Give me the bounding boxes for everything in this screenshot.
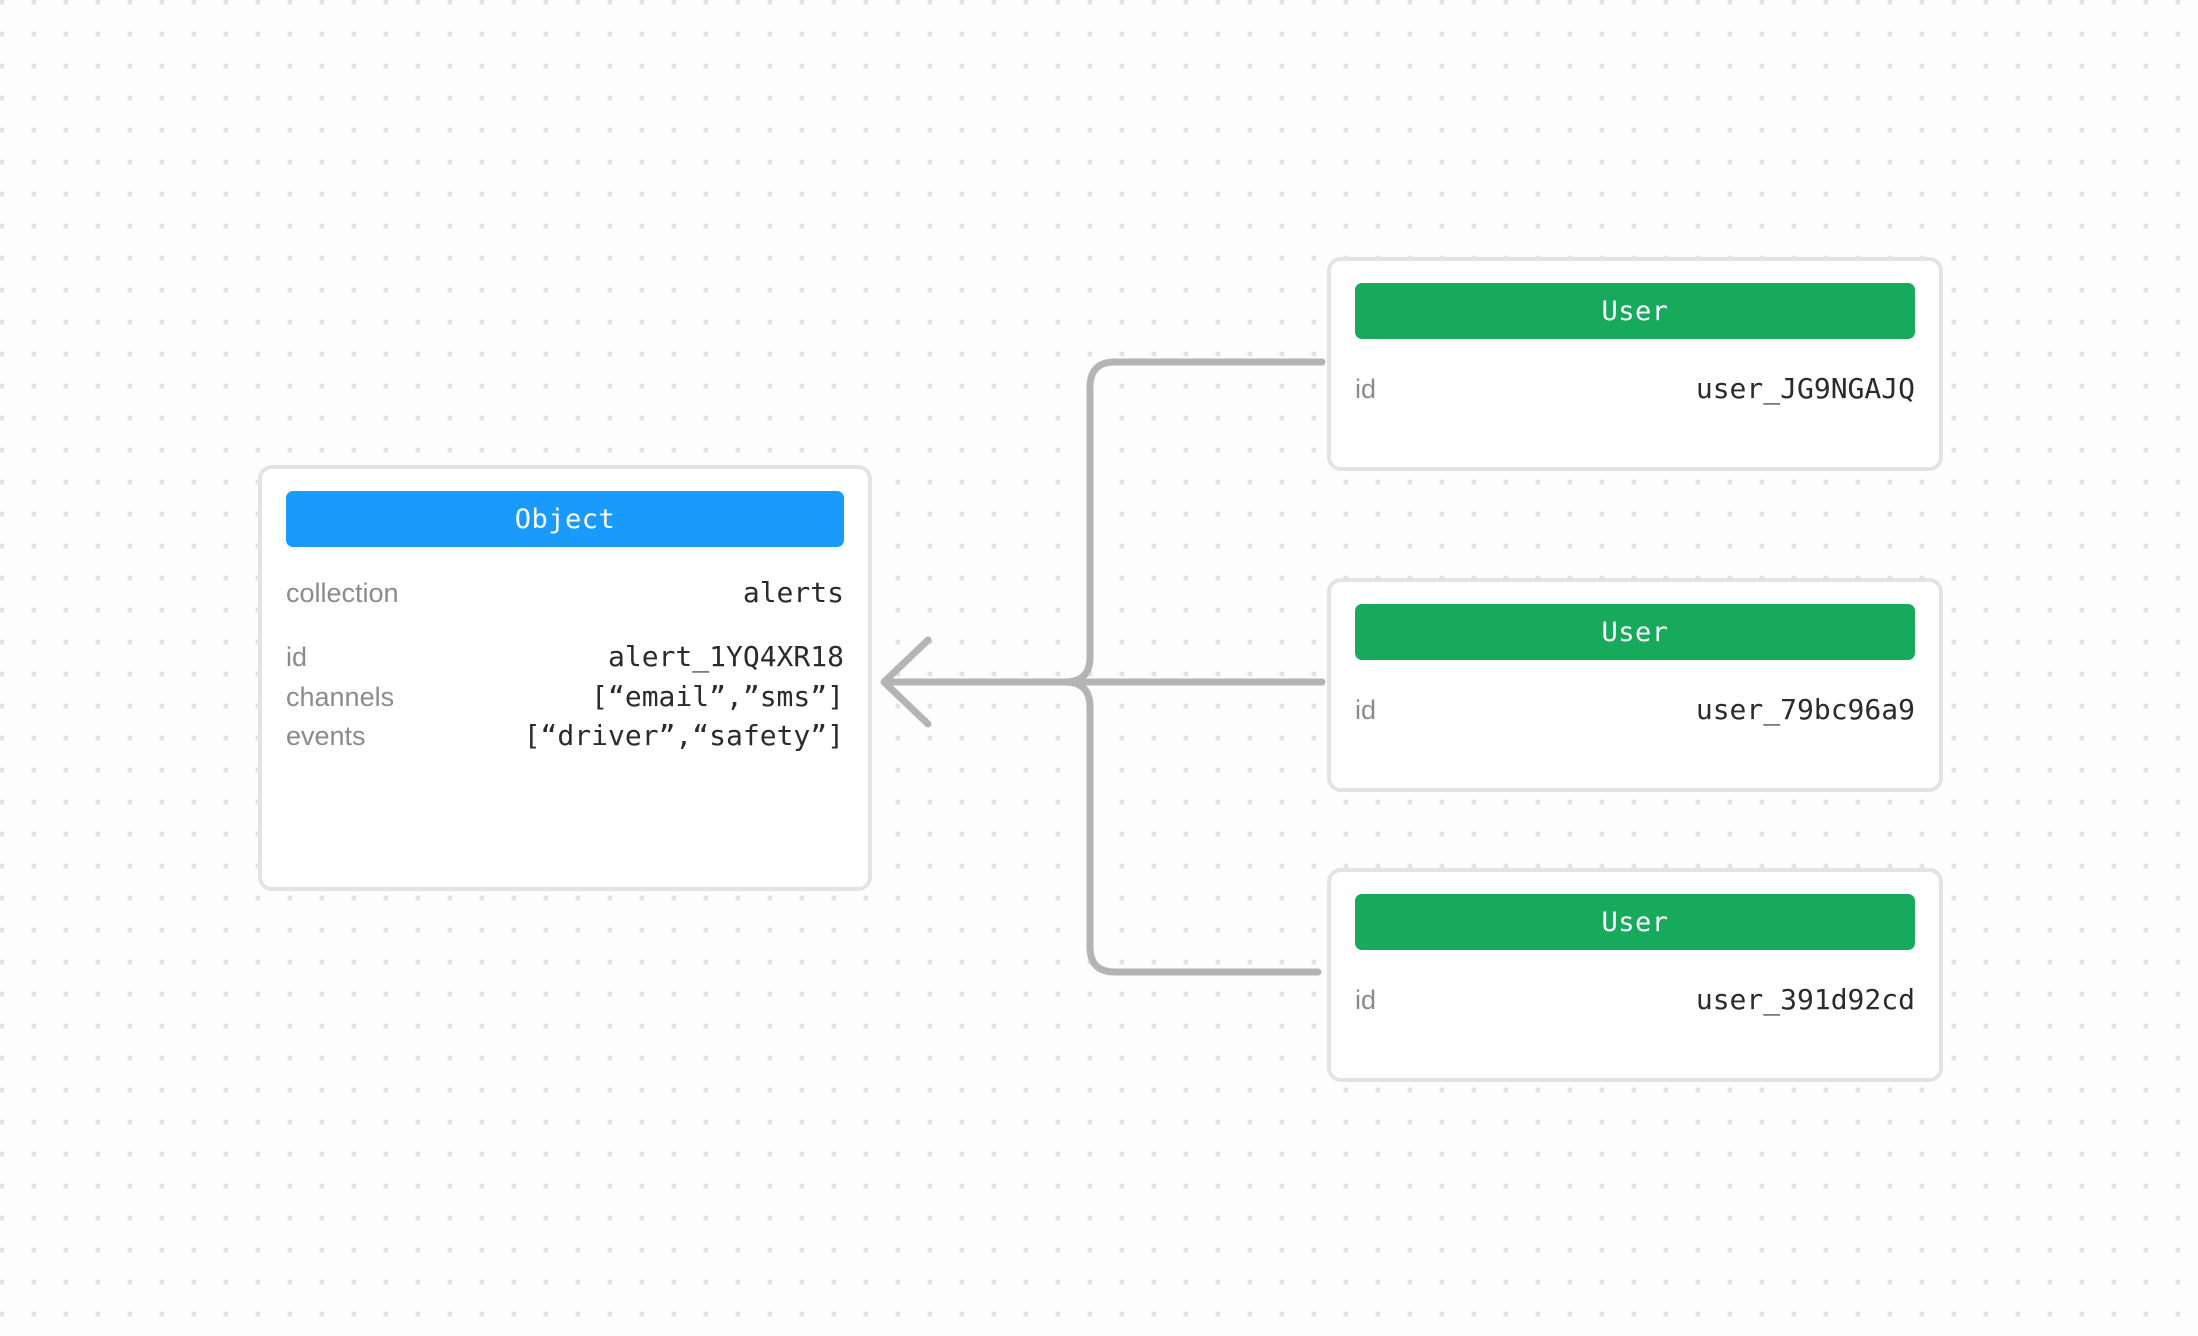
field-row-channels: channels [“email”,”sms”] xyxy=(286,677,844,717)
field-value-id: user_JG9NGAJQ xyxy=(1695,372,1915,405)
field-key-id: id xyxy=(1355,695,1377,725)
node-object-fields: collection alerts id alert_1YQ4XR18 chan… xyxy=(286,573,844,756)
field-value-events: [“driver”,“safety”] xyxy=(523,719,844,753)
node-user-3-fields: id user_391d92cd xyxy=(1355,980,1915,1020)
node-object[interactable]: Object collection alerts id alert_1YQ4XR… xyxy=(258,465,872,891)
field-key-id: id xyxy=(286,641,308,672)
node-user-1-title: User xyxy=(1601,295,1669,327)
field-group-divider xyxy=(286,613,844,637)
field-key-id: id xyxy=(1355,374,1377,404)
edge-arrowhead-icon xyxy=(880,636,932,728)
field-value-id: user_79bc96a9 xyxy=(1695,693,1915,726)
node-user-3-title: User xyxy=(1601,906,1669,938)
field-key-channels: channels xyxy=(286,681,395,712)
edge-user-3-to-object xyxy=(889,678,1322,976)
edge-user-1-to-object xyxy=(889,358,1326,686)
field-key-id: id xyxy=(1355,985,1377,1015)
field-value-collection: alerts xyxy=(742,576,844,609)
field-key-collection: collection xyxy=(286,578,399,608)
node-object-title: Object xyxy=(514,503,616,535)
field-value-channels: [“email”,”sms”] xyxy=(591,679,844,713)
field-value-id: user_391d92cd xyxy=(1695,983,1915,1016)
field-row-id: id user_JG9NGAJQ xyxy=(1355,369,1915,409)
node-user-3[interactable]: User id user_391d92cd xyxy=(1327,868,1943,1082)
field-row-id: id user_391d92cd xyxy=(1355,980,1915,1020)
node-user-3-header: User xyxy=(1355,894,1915,950)
field-row-events: events [“driver”,“safety”] xyxy=(286,716,844,756)
field-row-id: id user_79bc96a9 xyxy=(1355,690,1915,730)
field-value-id: alert_1YQ4XR18 xyxy=(607,639,844,673)
node-user-2-fields: id user_79bc96a9 xyxy=(1355,690,1915,730)
node-user-2-header: User xyxy=(1355,604,1915,660)
node-user-2[interactable]: User id user_79bc96a9 xyxy=(1327,578,1943,792)
field-row-collection: collection alerts xyxy=(286,573,844,613)
field-key-events: events xyxy=(286,721,366,752)
node-user-1-fields: id user_JG9NGAJQ xyxy=(1355,369,1915,409)
field-row-id: id alert_1YQ4XR18 xyxy=(286,637,844,677)
node-object-header: Object xyxy=(286,491,844,547)
node-user-1[interactable]: User id user_JG9NGAJQ xyxy=(1327,257,1943,471)
node-user-1-header: User xyxy=(1355,283,1915,339)
node-user-2-title: User xyxy=(1601,616,1669,648)
